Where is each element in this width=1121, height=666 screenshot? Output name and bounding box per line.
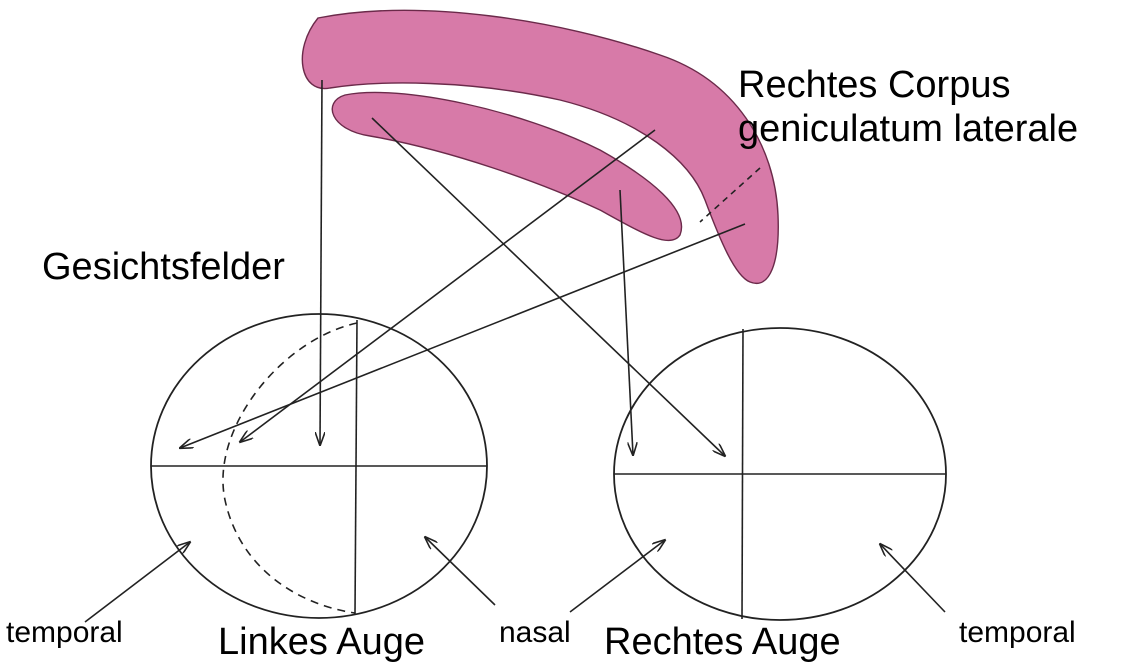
right-eye-label: Rechtes Auge bbox=[604, 620, 841, 664]
structure-label-line1: Rechtes Corpus bbox=[738, 63, 1010, 107]
pointer-arrow-nasal bbox=[570, 540, 665, 612]
temporal-label-left: temporal bbox=[6, 616, 123, 650]
left-eye-vertical-meridian bbox=[355, 320, 357, 614]
visual-fields-label: Gesichtsfelder bbox=[42, 245, 285, 289]
projection-line bbox=[620, 190, 633, 455]
right-eye-vertical-meridian bbox=[742, 329, 743, 619]
left-eye-label: Linkes Auge bbox=[218, 620, 425, 664]
pointer-arrow-temporal-left bbox=[85, 542, 190, 622]
projection-line bbox=[320, 80, 322, 445]
pointer-arrow-temporal-right bbox=[880, 544, 945, 612]
structure-label-line2: geniculatum laterale bbox=[738, 107, 1078, 151]
temporal-label-right: temporal bbox=[959, 616, 1076, 650]
projection-line bbox=[240, 130, 655, 442]
nasal-label: nasal bbox=[499, 616, 571, 650]
left-eye-blind-region-dashed bbox=[223, 323, 357, 613]
